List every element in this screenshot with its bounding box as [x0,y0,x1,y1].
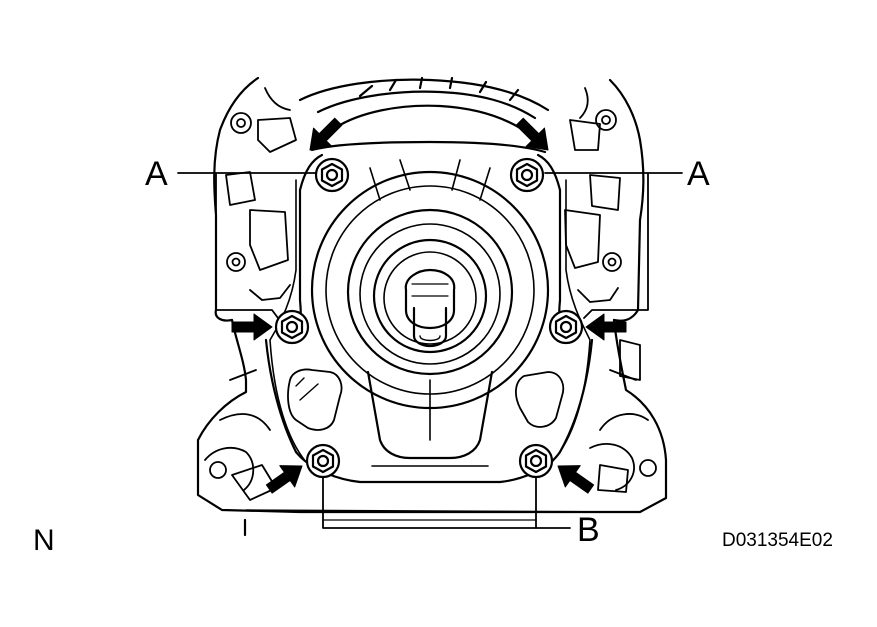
bolt-upper-right [509,157,545,193]
arrow-middle-left [231,313,273,341]
callout-a-left: A [145,155,168,193]
bolt-middle-right [548,309,584,345]
right-case-details [564,87,657,493]
leader-lines [177,172,683,529]
figure-code: D031354E02 [722,530,833,551]
pointer-arrows [231,117,627,494]
arrow-middle-right [585,313,627,341]
bolt-lower-left [305,443,341,479]
bolt-upper-left [314,157,350,193]
bolt-lower-right [518,443,554,479]
view-letter: N [33,524,55,557]
left-case-details [204,87,297,501]
arrow-lower-right [557,465,595,494]
flange-outline [269,179,591,463]
output-shaft-assembly [310,170,550,410]
callout-b: B [577,511,600,549]
bolt-middle-left [274,309,310,345]
arrow-upper-left [309,117,343,151]
arrow-lower-left [265,465,303,494]
callout-a-right: A [687,155,710,193]
arrow-upper-right [515,117,549,151]
transmission-case-outline [196,76,668,537]
